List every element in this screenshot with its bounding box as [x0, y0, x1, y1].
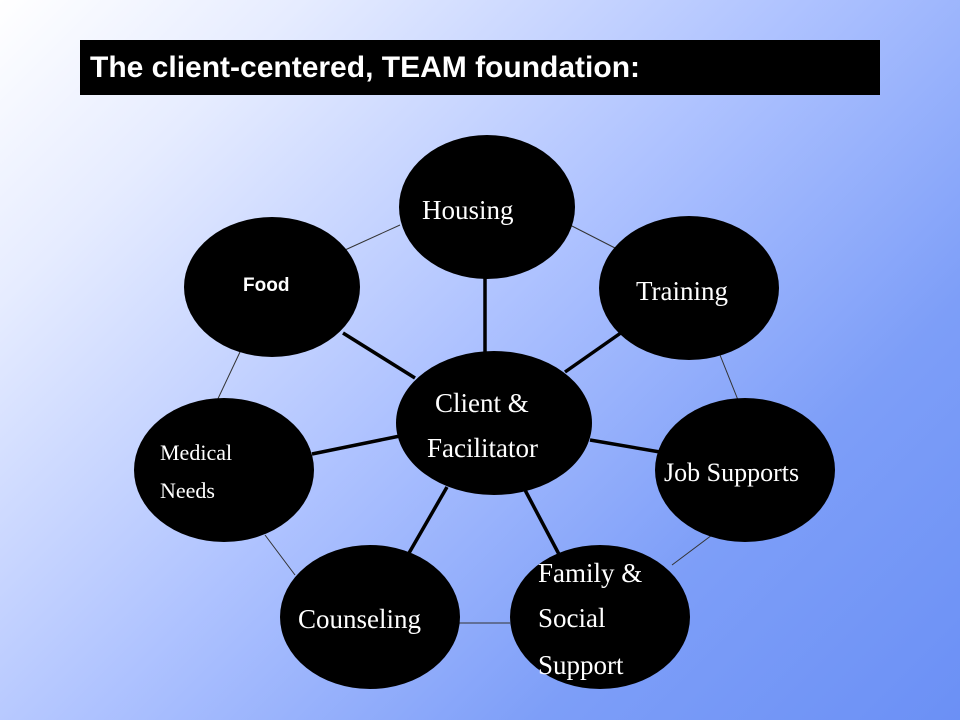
connector-medical-food — [214, 351, 241, 406]
node-medical-needs: Medical Needs — [134, 398, 314, 542]
center-label-line-2: Facilitator — [427, 433, 538, 463]
training-label: Training — [636, 276, 728, 306]
node-food: Food — [184, 217, 360, 357]
node-counseling: Counseling — [280, 545, 460, 689]
node-job-supports: Job Supports — [655, 398, 835, 542]
job-supports-label: Job Supports — [664, 458, 799, 487]
connector-training-jobsupports — [719, 354, 739, 401]
connector-food-housing — [344, 224, 401, 251]
spoke-counseling — [403, 486, 449, 561]
medical-label-line-2: Needs — [160, 478, 215, 503]
node-client-facilitator: Client & Facilitator — [396, 351, 592, 495]
spoke-job-supports — [589, 438, 661, 454]
spoke-food — [342, 331, 416, 380]
connector-housing-training — [569, 224, 616, 249]
center-label-line-1: Client & — [435, 388, 529, 418]
family-label-line-1: Family & — [538, 558, 642, 588]
spoke-medical-needs — [311, 434, 401, 456]
node-training: Training — [599, 216, 779, 360]
node-housing: Housing — [399, 135, 575, 279]
medical-label-line-1: Medical — [160, 440, 232, 465]
family-label-line-2: Social — [538, 603, 606, 633]
page-title: The client-centered, TEAM foundation: — [80, 40, 880, 95]
node-family-social-support: Family & Social Support — [510, 545, 690, 689]
spoke-training — [563, 328, 627, 374]
counseling-label: Counseling — [298, 604, 421, 634]
connector-counseling-medical — [264, 534, 296, 576]
connector-jobsupports-family — [671, 534, 713, 566]
housing-label: Housing — [422, 195, 514, 225]
spokes — [311, 275, 661, 561]
family-label-line-3: Support — [538, 650, 624, 680]
food-label: Food — [243, 275, 289, 296]
spoke-family-social — [523, 489, 564, 561]
